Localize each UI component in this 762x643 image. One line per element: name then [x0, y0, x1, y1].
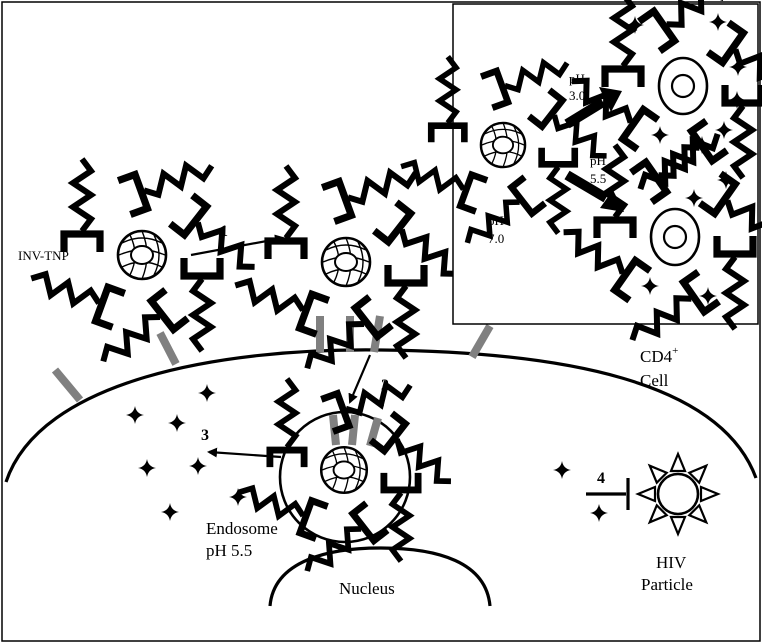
- step-3-arrow: [207, 447, 282, 459]
- receptor: [156, 331, 180, 366]
- inset-ph-start-line1: pH: [488, 213, 504, 228]
- inset-ph-mid-line1: pH: [590, 153, 606, 168]
- cell-membrane: [4, 348, 758, 483]
- cd4-label: CD4+: [640, 345, 678, 366]
- inset-ph-start-line2: 7.0: [488, 231, 504, 246]
- cell-label: Cell: [640, 371, 669, 390]
- receptor: [51, 367, 84, 403]
- step-3-label: 3: [201, 427, 209, 444]
- step-4-label: 4: [597, 470, 605, 487]
- svg-text:·: ·: [236, 253, 240, 268]
- ph-release-inset: pH 7.0 pH 3.0 pH 5.5: [395, 0, 762, 355]
- step-2-arrow: [348, 354, 372, 404]
- endosome-label-line2: pH 5.5: [206, 541, 252, 560]
- hiv-particle: [635, 451, 721, 537]
- inset-ph-mid-line2: 5.5: [590, 171, 606, 186]
- inset-arrow-ph3: [564, 97, 606, 129]
- inv-tnp-label: INV-TNP: [18, 248, 69, 263]
- hiv-label-line1: HIV: [656, 553, 687, 572]
- step-1-label: 1: [220, 223, 228, 240]
- inset-ph-top-line2: 3.0: [569, 88, 585, 103]
- receptor: [468, 323, 494, 360]
- endosome-label-line1: Endosome: [206, 519, 278, 538]
- nucleus-label: Nucleus: [339, 579, 395, 598]
- nucleus-outline: [268, 546, 492, 607]
- inset-arrow-ph55: [564, 170, 609, 203]
- hiv-label-line2: Particle: [641, 575, 693, 594]
